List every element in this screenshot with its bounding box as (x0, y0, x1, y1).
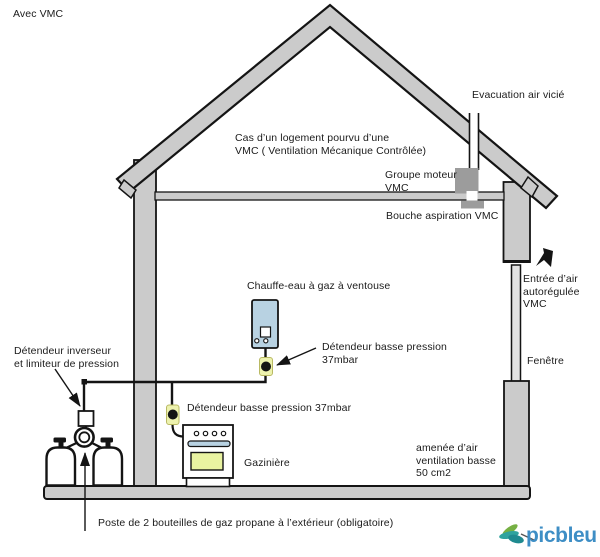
stove-handle (187, 440, 231, 448)
arrow-to-inverter (54, 368, 81, 407)
vmc-motor-unit (455, 168, 479, 194)
evacuation-duct (468, 113, 480, 170)
gas-stove (182, 424, 234, 488)
water-heater-window (259, 326, 272, 338)
stove-plinth (185, 477, 231, 488)
label-gaziniere: Gazinière (244, 457, 290, 469)
label-detendeur-stove: Détendeur basse pression 37mbar (187, 402, 352, 414)
left-wall (133, 159, 157, 489)
label-amenee-air: amenée d’air ventilation basse 50 cm2 (416, 442, 496, 479)
bottle-left (45, 446, 77, 487)
ceiling (154, 191, 505, 201)
water-heater-body (251, 299, 279, 349)
label-cas-logement-vmc: Cas d’un logement pourvu d’une VMC ( Ven… (235, 132, 427, 157)
label-detendeur-heater: Détendeur basse pression 37mbar (322, 341, 447, 366)
picbleu-logo-text: picbleu (526, 524, 597, 547)
ceiling-vent-gap (466, 191, 478, 201)
water-heater (251, 299, 279, 349)
air-inlet-arrow-icon (536, 248, 553, 267)
roof-right-eave-foot (520, 175, 539, 199)
oven-window (190, 451, 224, 471)
regulator-heater (259, 357, 273, 376)
arrow-to-heater-regulator (276, 347, 317, 366)
propane-bottles (45, 410, 124, 487)
label-chauffe-eau: Chauffe-eau à gaz à ventouse (247, 280, 391, 292)
bottle-right (92, 446, 124, 487)
hummingbird-icon (499, 524, 535, 544)
label-fenetre: Fenêtre (527, 355, 564, 367)
vmc-extraction-vent (461, 200, 484, 209)
label-detendeur-inverseur: Détendeur inverseur et limiteur de press… (14, 345, 120, 370)
roof (115, 3, 559, 210)
diagram-title: Avec VMC (13, 8, 64, 20)
label-groupe-moteur-vmc: Groupe moteur VMC (385, 169, 457, 194)
right-wall-lower (503, 380, 530, 499)
window-pane (510, 264, 522, 384)
inverter-limiter-box (77, 410, 95, 427)
roof-left-eave-foot (118, 178, 137, 200)
label-entree-air-autoregulee: Entrée d’air autorégulée VMC (523, 273, 580, 310)
right-wall-upper (502, 181, 531, 263)
gas-pipe (82, 348, 267, 411)
regulator-stove (166, 404, 180, 425)
label-bouche-aspiration-vmc: Bouche aspiration VMC (386, 210, 499, 222)
label-poste-bouteilles: Poste de 2 bouteilles de gaz propane à l… (98, 517, 394, 529)
label-evacuation-air-vicie: Evacuation air vicié (472, 89, 565, 101)
floor (43, 485, 531, 500)
gas-pipe-elbow-dot (81, 379, 87, 385)
